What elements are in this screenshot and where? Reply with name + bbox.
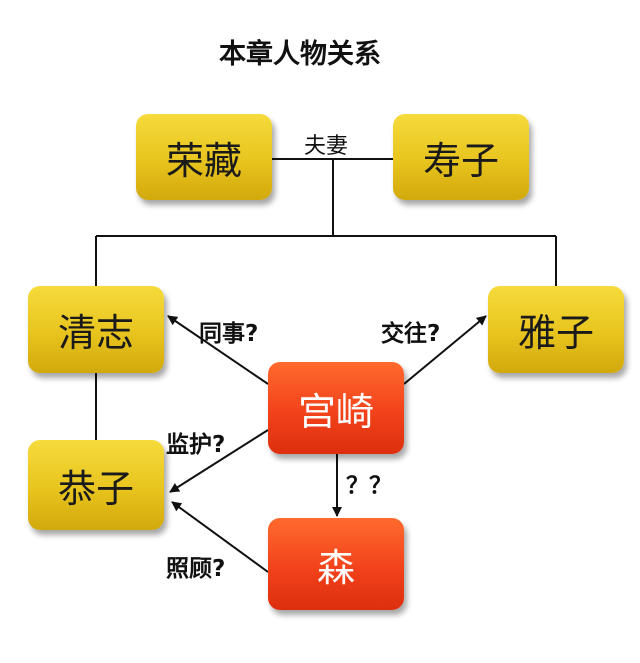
node-sen: 森: [268, 518, 404, 610]
node-yazi: 雅子: [488, 286, 624, 373]
label-colleague: 同事?: [199, 321, 259, 347]
label-unknown: ？？: [346, 473, 392, 499]
arrow-caring: [171, 501, 269, 573]
label-guardian: 监护?: [166, 432, 226, 458]
node-qingzhi: 清志: [28, 286, 164, 373]
node-miyazaki: 宫崎: [268, 362, 404, 454]
arrow-colleague: [167, 315, 269, 385]
arrow-guardian: [169, 429, 269, 493]
diagram-title: 本章人物关系: [219, 39, 381, 70]
node-gongzi: 恭子: [28, 440, 164, 530]
label-spouse: 夫妻: [304, 134, 349, 159]
label-caring: 照顾?: [166, 556, 226, 582]
node-shouzi: 寿子: [393, 114, 529, 200]
arrow-dating: [403, 315, 487, 385]
node-rongzang: 荣藏: [136, 114, 272, 200]
label-dating: 交往?: [381, 321, 441, 347]
